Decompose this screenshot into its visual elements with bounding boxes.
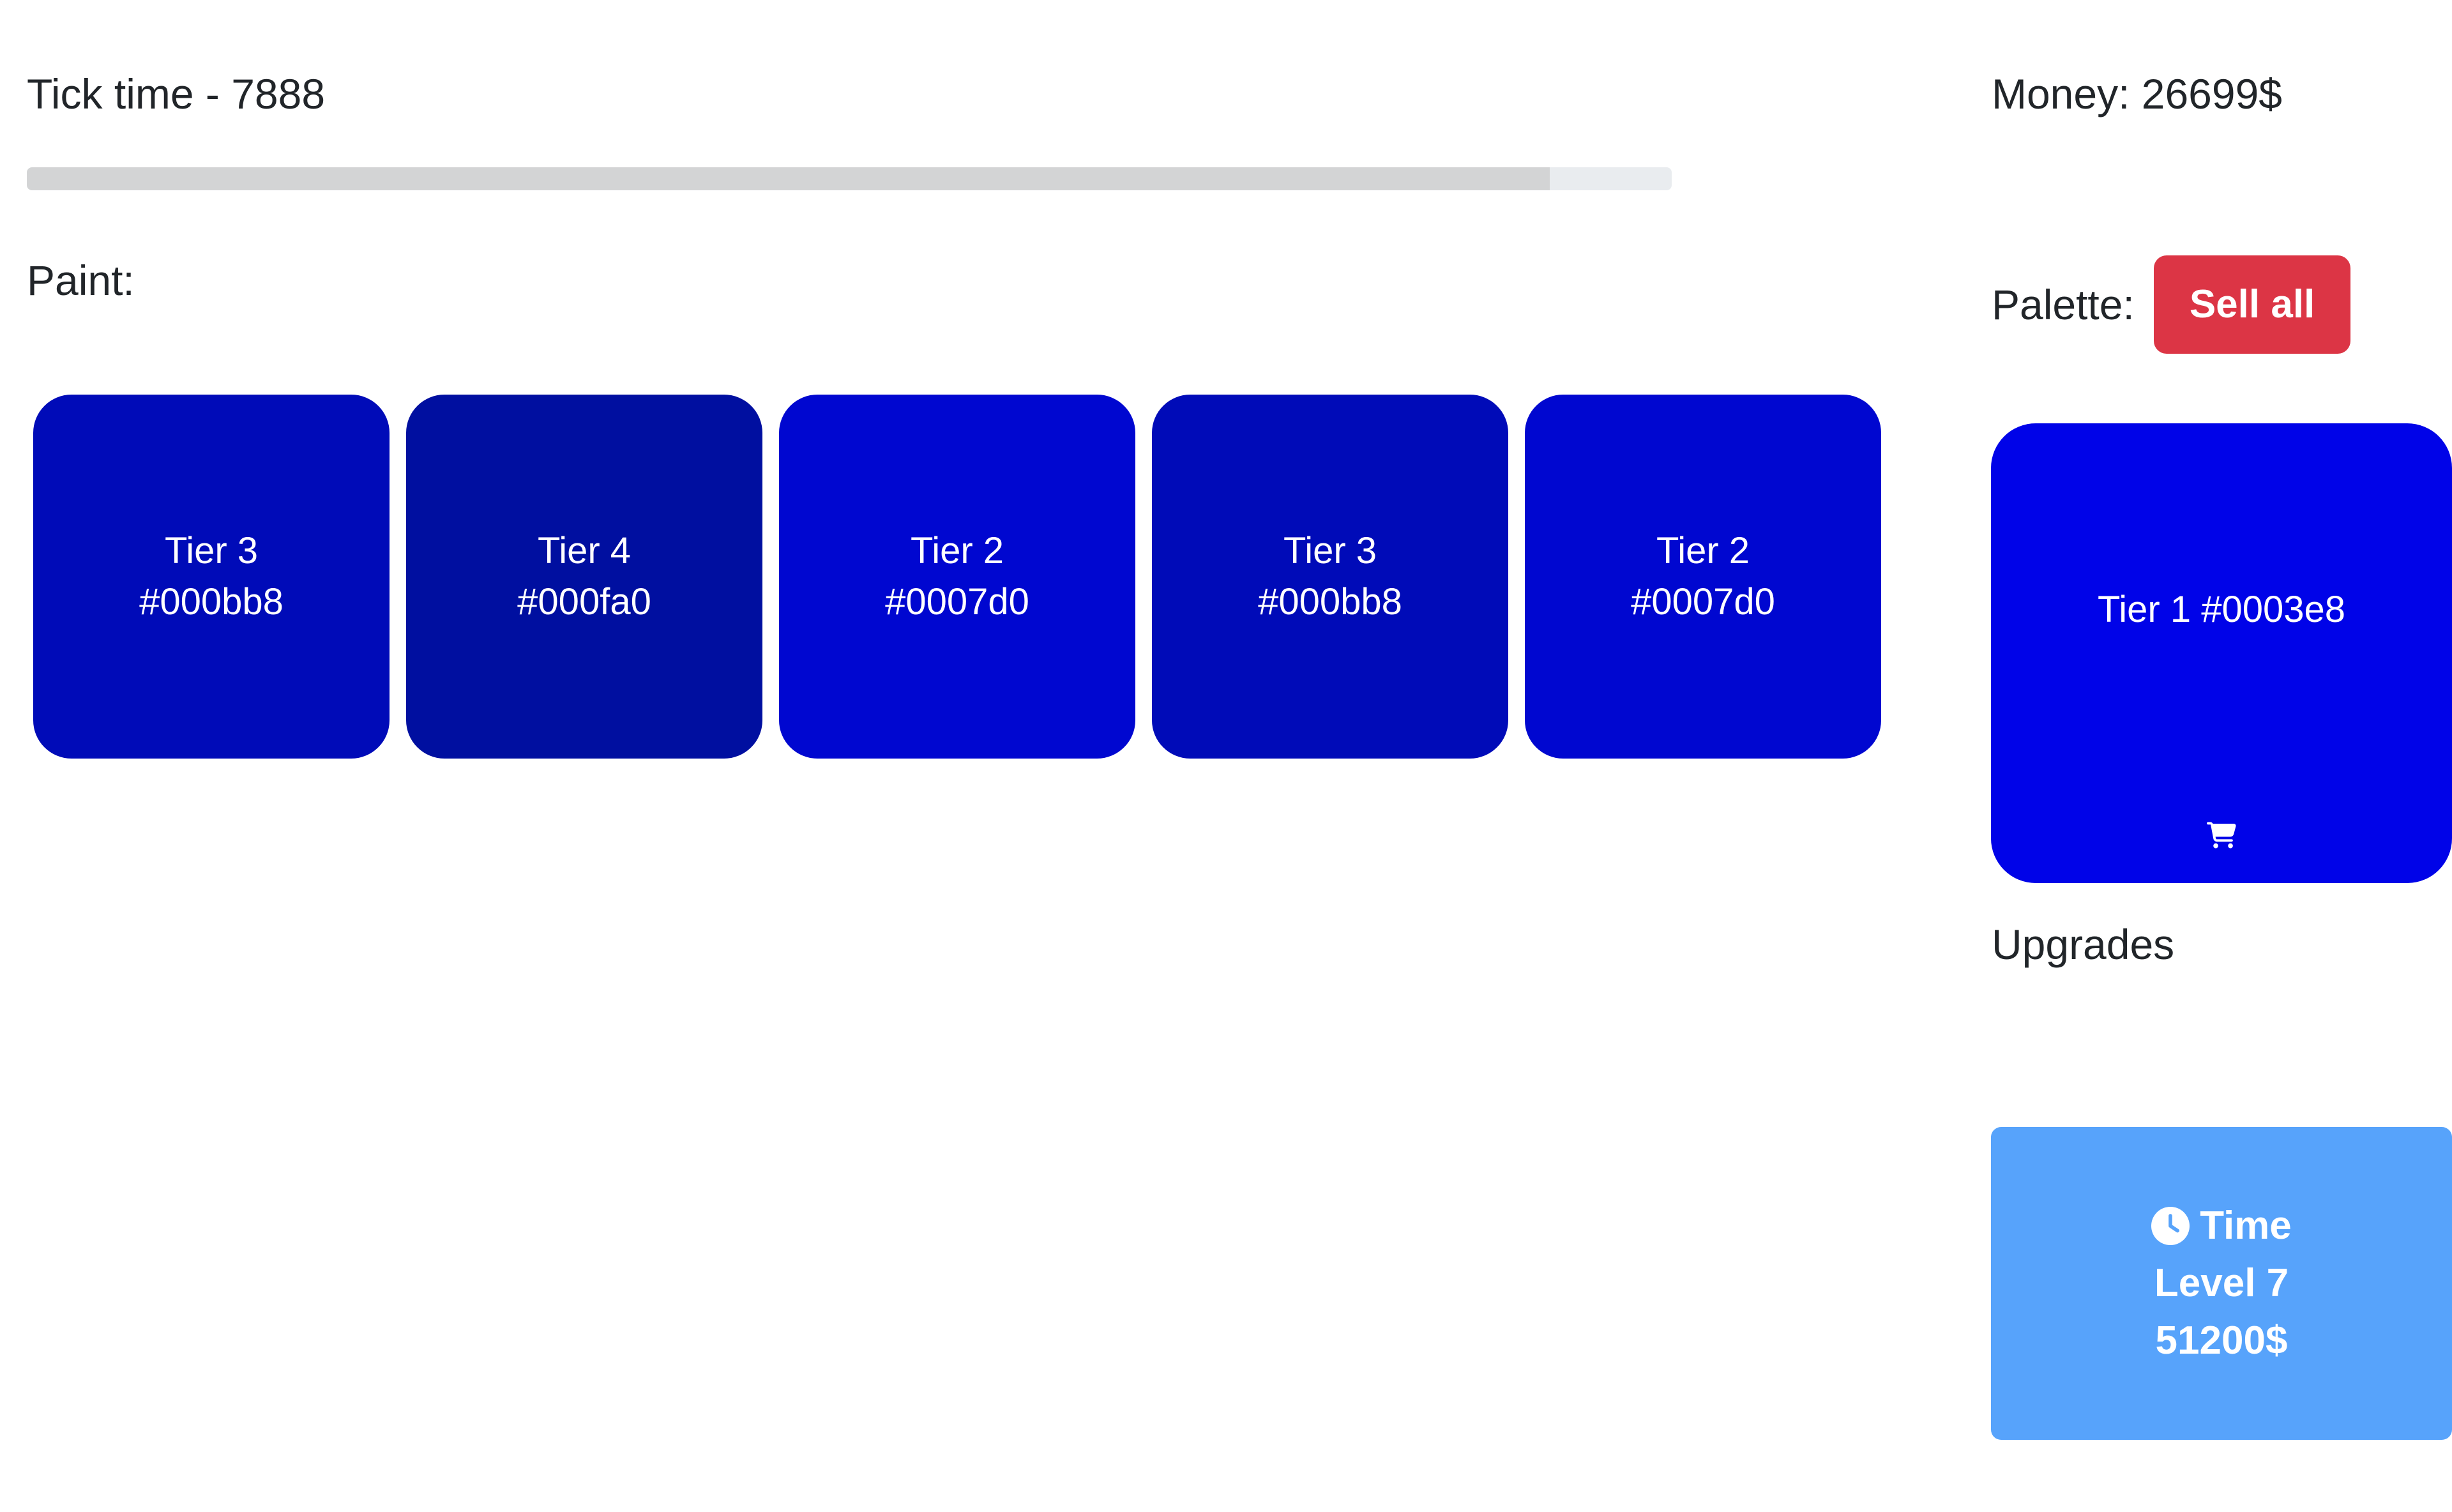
shopping-cart-icon[interactable] bbox=[1991, 820, 2452, 850]
palette-row: Palette: Sell all bbox=[1992, 255, 2351, 354]
paint-tile-hex: #000fa0 bbox=[517, 581, 651, 623]
upgrade-price: 51200$ bbox=[2155, 1319, 2288, 1363]
tick-progress-fill bbox=[27, 167, 1550, 190]
money-label: Money: 26699$ bbox=[1992, 70, 2283, 117]
paint-tile-hex: #0007d0 bbox=[885, 581, 1029, 623]
paint-tile-tier: Tier 2 bbox=[1656, 530, 1750, 571]
upgrade-title-row: Time bbox=[2151, 1197, 2292, 1255]
paint-tile-hex: #0007d0 bbox=[1631, 581, 1775, 623]
paint-tile-tier: Tier 4 bbox=[537, 530, 632, 571]
sell-all-button[interactable]: Sell all bbox=[2153, 255, 2351, 354]
paint-tile[interactable]: Tier 4 #000fa0 bbox=[406, 395, 762, 759]
upgrade-card-time[interactable]: Time Level 7 51200$ bbox=[1991, 1127, 2452, 1440]
palette-label: Palette: bbox=[1992, 281, 2135, 328]
paint-tile-tier: Tier 3 bbox=[164, 530, 259, 571]
paint-tile[interactable]: Tier 3 #000bb8 bbox=[33, 395, 390, 759]
paint-tile-hex: #000bb8 bbox=[139, 581, 284, 623]
sidebar-panel: Money: 26699$ Palette: Sell all Tier 1 #… bbox=[1991, 0, 2452, 1512]
tick-time-label: Tick time - 7888 bbox=[27, 70, 326, 117]
paint-tile-hex: #000bb8 bbox=[1258, 581, 1402, 623]
paint-tile[interactable]: Tier 2 #0007d0 bbox=[779, 395, 1135, 759]
upgrade-level: Level 7 bbox=[2154, 1261, 2289, 1305]
palette-card-tier-1[interactable]: Tier 1 #0003e8 bbox=[1991, 423, 2452, 883]
paint-tile-tier: Tier 3 bbox=[1283, 530, 1377, 571]
paint-tile[interactable]: Tier 2 #0007d0 bbox=[1525, 395, 1881, 759]
palette-card-text: Tier 1 #0003e8 bbox=[1991, 584, 2452, 635]
clock-icon bbox=[2151, 1207, 2190, 1245]
paint-tile[interactable]: Tier 3 #000bb8 bbox=[1152, 395, 1508, 759]
paint-tile-tier: Tier 2 bbox=[910, 530, 1004, 571]
palette-card-hex: #0003e8 bbox=[2201, 589, 2346, 630]
palette-card-tier: Tier 1 bbox=[2097, 589, 2191, 630]
upgrades-section-label: Upgrades bbox=[1992, 921, 2175, 968]
upgrade-name: Time bbox=[2200, 1204, 2292, 1248]
paint-section-label: Paint: bbox=[27, 257, 135, 304]
tick-progress-bar bbox=[27, 167, 1672, 190]
